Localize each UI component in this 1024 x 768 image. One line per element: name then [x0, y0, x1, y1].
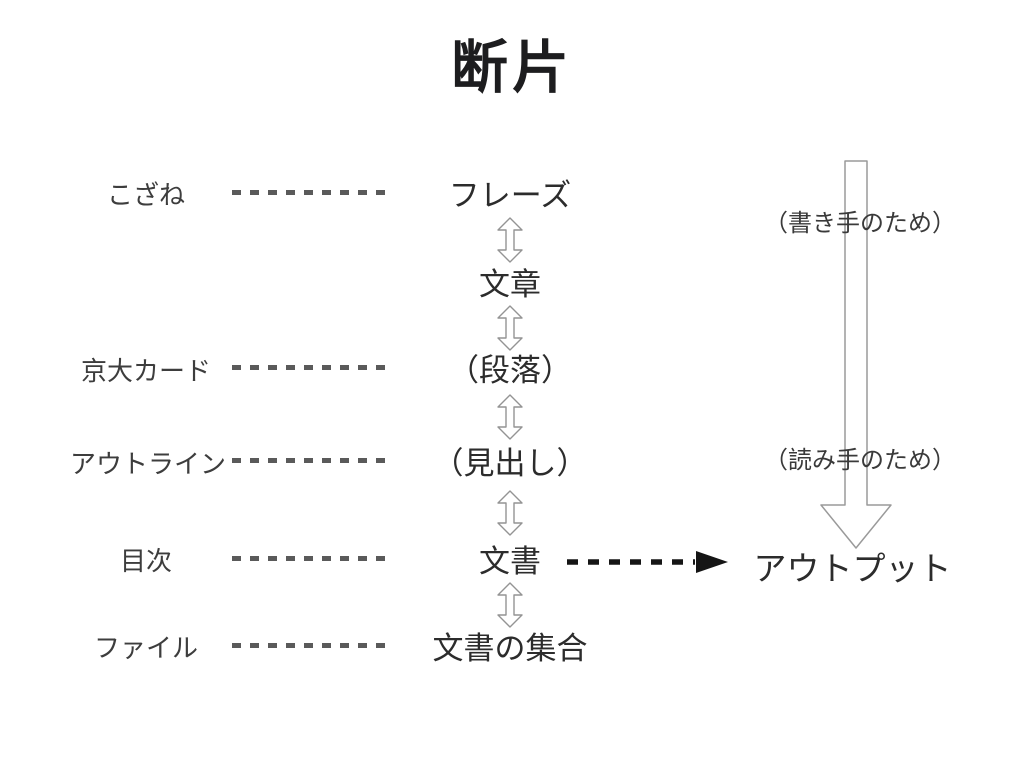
output-label: アウトプット: [753, 549, 952, 588]
chain-item-sentence: 文章: [479, 267, 541, 303]
dashed-connector: [232, 556, 385, 561]
dashed-arrow-icon: [567, 551, 728, 573]
down-arrow-icon: [820, 160, 892, 549]
chain-item-document: 文書: [479, 544, 541, 580]
chain-item-heading: （見出し）: [432, 446, 588, 482]
label-file: ファイル: [93, 634, 198, 664]
chain-item-paragraph: （段落）: [448, 353, 572, 389]
dashed-connector: [232, 643, 385, 648]
reader-note: （読み手のため）: [764, 446, 956, 474]
writer-note: （書き手のため）: [764, 209, 956, 237]
double-arrow-icon: [497, 217, 523, 263]
dashed-connector: [232, 458, 385, 463]
label-kyodai-card: 京大カード: [80, 357, 211, 387]
double-arrow-icon: [497, 394, 523, 440]
label-outline: アウトライン: [70, 450, 227, 480]
page-title: 断片: [451, 35, 573, 101]
dashed-connector: [232, 190, 385, 195]
label-kozane: こざね: [106, 181, 185, 211]
double-arrow-icon: [497, 305, 523, 351]
chain-item-phrase: フレーズ: [448, 178, 572, 214]
double-arrow-icon: [497, 490, 523, 536]
dashed-connector: [232, 365, 385, 370]
chain-item-document-set: 文書の集合: [432, 631, 588, 667]
double-arrow-icon: [497, 582, 523, 628]
label-mokuji: 目次: [119, 547, 172, 577]
